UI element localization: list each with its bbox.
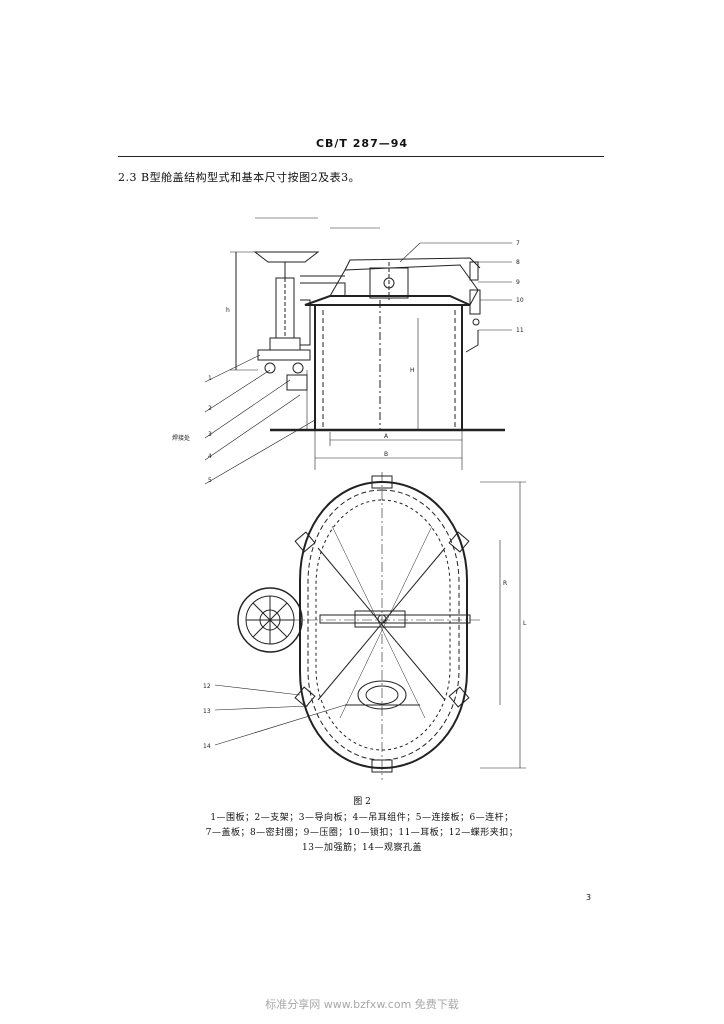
legend-line-2: 7—盖板；8—密封圈；9—压圈；10—锁扣；11—耳板；12—蝶形夹扣； — [205, 828, 519, 838]
dim-A: A — [384, 433, 389, 440]
label-1: 1 — [208, 375, 212, 382]
label-12: 12 — [203, 683, 211, 690]
label-13: 13 — [203, 708, 211, 715]
clause-text: 2.3 B型舱盖结构型式和基本尺寸按图2及表3。 — [118, 171, 361, 184]
legend-line-3: 13—加强筋；14—观察孔盖 — [302, 843, 422, 853]
plan-view — [214, 472, 526, 780]
standard-header: CB/T 287—94 — [315, 137, 409, 150]
label-5: 5 — [208, 477, 212, 484]
label-9: 9 — [516, 279, 520, 286]
label-14: 14 — [203, 743, 211, 750]
legend-line-1: 1—围板；2—支架；3—导向板；4—吊耳组件；5—连接板；6—连杆； — [210, 813, 514, 823]
page-number: 3 — [586, 893, 592, 902]
elevation-view — [204, 217, 512, 485]
elevation-labels: 1 2 3 4 5 焊接处 7 8 9 10 11 h H A B — [172, 240, 524, 484]
label-11: 11 — [516, 327, 524, 334]
dim-L: L — [523, 620, 527, 627]
label-4: 4 — [208, 453, 212, 460]
dim-R: R — [503, 580, 507, 587]
dim-H: H — [410, 367, 415, 374]
figure-caption: 图 2 — [353, 797, 371, 807]
weld-note: 焊接处 — [172, 434, 190, 442]
label-8: 8 — [516, 259, 520, 266]
dim-h: h — [226, 307, 230, 314]
dim-B: B — [384, 451, 388, 458]
label-2: 2 — [208, 405, 212, 412]
header-rule — [118, 156, 604, 157]
label-7: 7 — [516, 240, 520, 247]
watermark: 标准分享网 www.bzfxw.com 免费下载 — [265, 998, 459, 1011]
label-3: 3 — [208, 431, 212, 438]
plan-labels: 12 13 14 L R — [203, 580, 527, 750]
label-10: 10 — [516, 297, 524, 304]
